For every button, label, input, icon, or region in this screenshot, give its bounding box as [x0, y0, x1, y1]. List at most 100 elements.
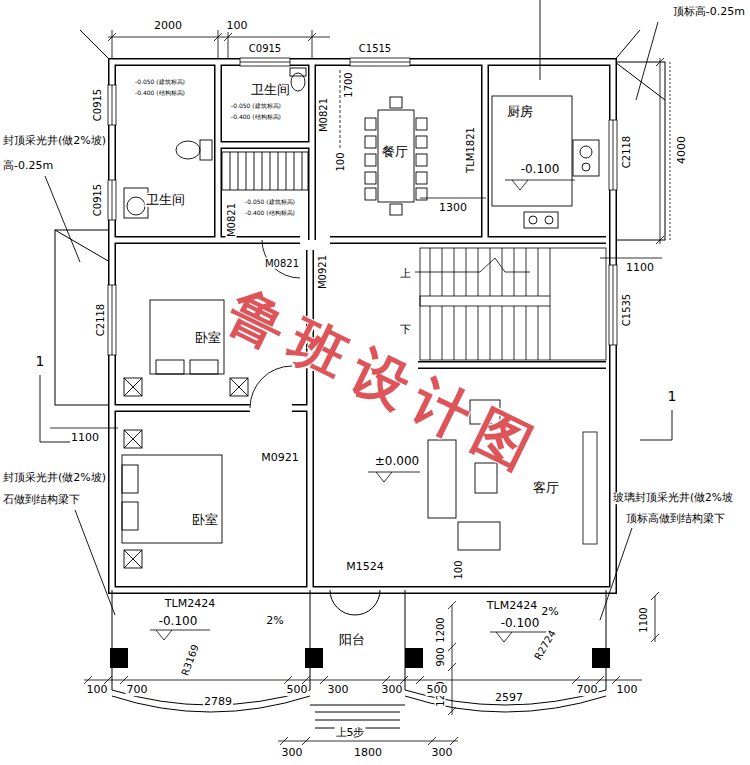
- furniture: [156, 360, 184, 374]
- furniture: [200, 140, 212, 160]
- light-well: [55, 230, 110, 262]
- furniture: [124, 430, 142, 448]
- dimension: 900: [435, 646, 446, 667]
- furniture: [416, 136, 427, 148]
- dimension-line: [280, 737, 458, 745]
- leader-line: [640, 410, 672, 440]
- door-code: M0921: [260, 452, 300, 464]
- dimension-line: [452, 605, 453, 715]
- elevation-mark: [376, 472, 392, 482]
- stair: [430, 306, 550, 360]
- wall: [112, 62, 613, 590]
- room-name: 卧室: [191, 513, 219, 527]
- dimension: 1800: [353, 747, 383, 759]
- window-symbol: [108, 58, 617, 544]
- furniture: [122, 502, 138, 530]
- light-well: [55, 230, 110, 405]
- dimension-line: [660, 58, 661, 244]
- dimension: 100: [86, 684, 109, 696]
- dimension: 300: [381, 684, 404, 696]
- window-code: C1535: [621, 293, 632, 327]
- leader-line: [540, 0, 541, 80]
- section-mark: 1: [35, 354, 46, 369]
- furniture: [492, 96, 572, 206]
- furniture: [127, 197, 145, 215]
- wall: [112, 62, 613, 590]
- room-area: 厨房 -0.100: [485, 62, 606, 240]
- stair: [420, 296, 550, 306]
- room-name: 卫生间: [250, 83, 291, 97]
- room-name: 阳台: [338, 633, 366, 647]
- door-code: M0821: [318, 97, 329, 133]
- step-note: 上5步: [335, 727, 366, 739]
- dimension: 1700: [343, 71, 354, 98]
- dimension-line: [656, 58, 664, 244]
- leader-line: [75, 510, 115, 615]
- radius: R3169: [179, 642, 201, 678]
- light-well: [80, 30, 112, 62]
- elevation-mark: [156, 630, 172, 640]
- room-name: 餐厅: [381, 145, 409, 159]
- elevation-mark: [490, 632, 550, 633]
- furniture: [580, 146, 592, 158]
- window-symbol: [350, 62, 410, 63]
- dimension: 1200: [435, 616, 446, 643]
- window-symbol: [350, 58, 410, 66]
- light-well: [615, 62, 665, 240]
- terrace-outline: [330, 590, 380, 615]
- furniture: [124, 378, 142, 396]
- room-name: 厨房: [506, 105, 534, 119]
- stair: [415, 258, 530, 272]
- column: [592, 648, 610, 668]
- dimension-line: [600, 258, 662, 259]
- dimension: 2789: [203, 696, 233, 708]
- column: [405, 648, 423, 668]
- furniture: [290, 68, 306, 76]
- dimension: 500: [426, 684, 449, 696]
- furniture: [365, 172, 376, 184]
- note: 石做到结构梁下: [2, 494, 81, 506]
- elevation-mark: [505, 180, 575, 181]
- window-code: C2118: [621, 135, 632, 169]
- elevation-text: ±0.000: [374, 455, 420, 468]
- terrace-outline: [310, 705, 405, 728]
- furniture: [122, 465, 138, 493]
- room-name: 卫生间: [145, 193, 186, 207]
- elevation-mark: [150, 630, 210, 631]
- dimension-line: [108, 33, 316, 41]
- column: [110, 648, 128, 668]
- furniture: [378, 110, 414, 202]
- furniture: [416, 154, 427, 166]
- window-symbol: [112, 85, 113, 125]
- dimension-line: [448, 601, 456, 715]
- note: 封顶采光井(做2%坡): [2, 135, 107, 147]
- furniture: [176, 141, 200, 159]
- furniture: [545, 216, 553, 224]
- stair-direction: 上: [399, 268, 412, 280]
- elevation-text: -0.100: [520, 163, 561, 176]
- dimension: 100: [453, 559, 464, 580]
- stair: [420, 248, 606, 360]
- furniture: [124, 550, 142, 568]
- furniture: [122, 68, 599, 568]
- window-symbol: [108, 85, 116, 125]
- dimension-line: [112, 30, 312, 58]
- furniture: [365, 154, 376, 166]
- furniture: [365, 188, 376, 200]
- dimension-line: [670, 62, 671, 240]
- dimension: 300: [281, 747, 304, 759]
- dimension: 1100: [625, 262, 655, 274]
- stair: [415, 248, 606, 360]
- dimension: 4000: [676, 135, 688, 165]
- dimension-line: [108, 37, 330, 38]
- furniture: [365, 136, 376, 148]
- elevation-note: -0.050 (建筑标高): [230, 103, 282, 110]
- room-name: 客厅: [532, 481, 560, 495]
- dimension: 700: [126, 684, 149, 696]
- leader-line: [40, 375, 70, 442]
- dimension-line: [340, 70, 341, 150]
- note: 顶标高-0.25m: [672, 6, 746, 18]
- furniture: [458, 522, 500, 550]
- elevation-note: -0.400 (结构标高): [134, 90, 186, 97]
